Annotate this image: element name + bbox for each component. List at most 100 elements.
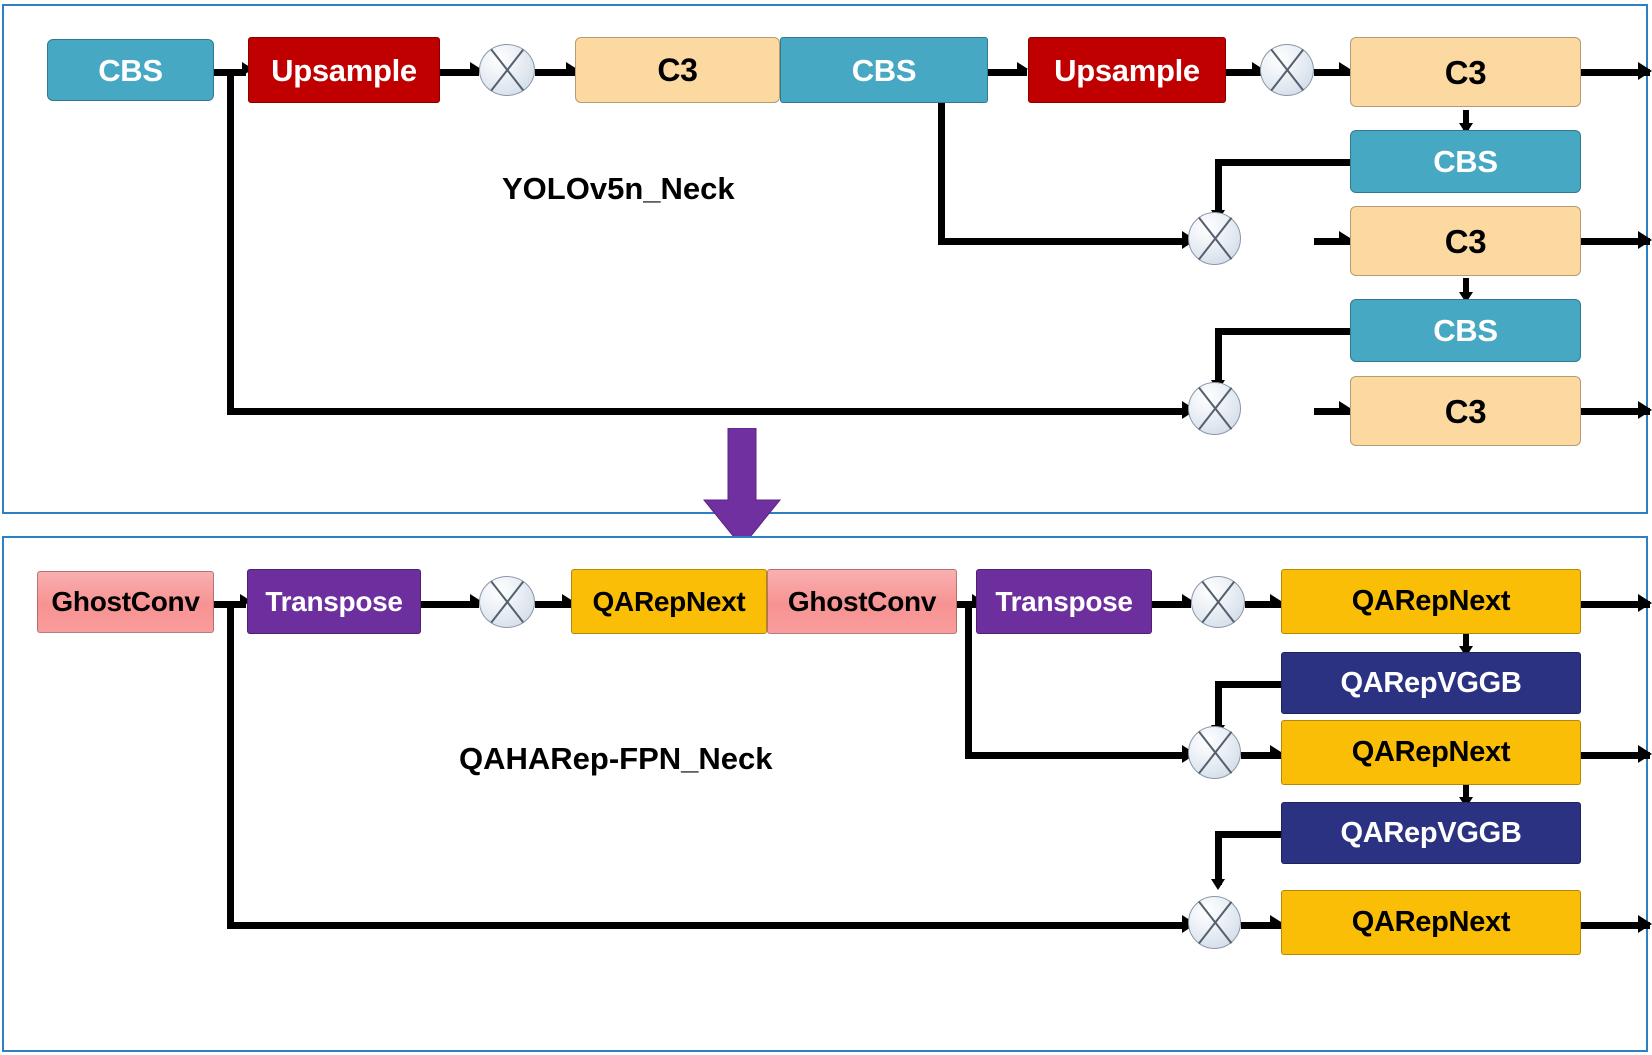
- arrowhead-merge1-in: [470, 62, 481, 76]
- vggb2-elbow-vertical: [1215, 831, 1222, 885]
- node-ghostconv-1[interactable]: GhostConv: [37, 571, 214, 633]
- connector-qarepnext2-vggb1: [1463, 633, 1469, 653]
- output-line-p3: [1581, 601, 1650, 608]
- arrowhead-c3-3-in: [1339, 231, 1350, 245]
- arrowhead-output-p3: [1638, 594, 1652, 612]
- node-c3-4[interactable]: C3: [1350, 376, 1581, 446]
- connector-up2-merge2: [1225, 69, 1261, 76]
- skip-branch-mid-horizontal: [938, 238, 1187, 245]
- connector-c3-3-cbs4: [1463, 278, 1469, 298]
- node-label: GhostConv: [51, 586, 200, 617]
- node-cbs-1[interactable]: CBS: [47, 39, 214, 101]
- cbs4-elbow-horizontal: [1215, 328, 1355, 335]
- arrowhead-output-p3: [1638, 62, 1652, 80]
- connector-merge2-qarepnext2: [1245, 601, 1283, 608]
- node-qarepnext-3[interactable]: QARepNext: [1281, 720, 1581, 785]
- node-transpose-1[interactable]: Transpose: [247, 569, 421, 634]
- node-qarepnext-2[interactable]: QARepNext: [1281, 569, 1581, 634]
- qaharep-fpn-neck-panel: GhostConv Transpose QARepNext GhostConv …: [2, 536, 1652, 1052]
- output-line-p5: [1581, 922, 1650, 929]
- arrowhead-cbs4-in: [1459, 292, 1473, 303]
- node-label: Upsample: [1054, 52, 1200, 88]
- node-qarepnext-1[interactable]: QARepNext: [571, 569, 767, 634]
- arrowhead-merge4-top-in: [1211, 879, 1225, 890]
- node-qarepvggb-1[interactable]: QARepVGGB: [1281, 652, 1581, 714]
- skip-branch-mid-vertical: [938, 69, 945, 245]
- skip-branch-mid-horizontal: [965, 752, 1187, 759]
- node-c3-3[interactable]: C3: [1350, 206, 1581, 276]
- node-cbs-3[interactable]: CBS: [1350, 130, 1581, 193]
- bottom-panel-title: QAHARep-FPN_Neck: [459, 741, 773, 776]
- node-label: QARepNext: [1351, 736, 1511, 768]
- node-label: C3: [1444, 392, 1487, 430]
- arrowhead-c3-4-in: [1339, 401, 1350, 415]
- node-label: CBS: [1433, 313, 1498, 348]
- arrowhead-vggb1-in: [1459, 646, 1473, 657]
- connector-merge2-c3-2: [1314, 69, 1352, 76]
- node-cbs-4[interactable]: CBS: [1350, 299, 1581, 362]
- vggb1-elbow-vertical: [1215, 681, 1222, 731]
- arrowhead-merge1-in: [470, 594, 481, 608]
- arrowhead-cbs3-in: [1459, 123, 1473, 134]
- arrowhead-merge2-in: [1252, 62, 1263, 76]
- node-upsample-1[interactable]: Upsample: [248, 37, 440, 103]
- node-ghostconv-2[interactable]: GhostConv: [767, 569, 957, 634]
- cbs3-elbow-horizontal: [1215, 159, 1355, 166]
- node-label: C3: [1444, 53, 1487, 91]
- arrowhead-output-p5: [1638, 915, 1652, 933]
- node-label: C3: [657, 52, 698, 88]
- output-line-p3: [1579, 69, 1650, 76]
- node-label: CBS: [1433, 144, 1498, 179]
- concat-merge-icon: [479, 576, 535, 628]
- node-label: Transpose: [265, 585, 403, 617]
- concat-merge-icon: [1188, 212, 1241, 265]
- arrowhead-merge2-in: [1182, 594, 1193, 608]
- concat-merge-icon: [1188, 896, 1241, 949]
- arrowhead-output-p4: [1638, 231, 1652, 249]
- arrowhead-c3-2-in: [1339, 62, 1350, 76]
- connector-up1-merge1: [437, 69, 479, 76]
- concat-merge-icon: [1191, 576, 1245, 628]
- connector-merge1-qarepnext1: [535, 601, 573, 608]
- arrowhead-qarepnext3-in: [1270, 745, 1281, 759]
- node-upsample-2[interactable]: Upsample: [1028, 37, 1226, 103]
- arrowhead-up2-in: [1017, 62, 1028, 76]
- concat-merge-icon: [1260, 44, 1314, 96]
- node-label: Upsample: [271, 52, 417, 88]
- concat-merge-icon: [1188, 726, 1241, 779]
- cbs3-elbow-vertical: [1215, 159, 1222, 217]
- arrowhead-output-p4: [1638, 745, 1652, 763]
- connector-merge4-qarepnext4: [1241, 922, 1283, 929]
- output-line-p4: [1579, 238, 1650, 245]
- output-line-p4: [1581, 752, 1650, 759]
- node-label: C3: [1444, 222, 1487, 260]
- skip-branch-mid-vertical: [965, 601, 972, 759]
- top-panel-title: YOLOv5n_Neck: [502, 171, 735, 206]
- node-label: CBS: [98, 52, 163, 88]
- node-c3-1[interactable]: C3: [575, 37, 780, 103]
- node-label: QARepNext: [1351, 585, 1511, 617]
- node-qarepnext-4[interactable]: QARepNext: [1281, 890, 1581, 955]
- connector-merge4-c3-4: [1314, 408, 1352, 415]
- node-transpose-2[interactable]: Transpose: [976, 569, 1152, 634]
- node-label: QARepVGGB: [1340, 816, 1522, 849]
- connector-cbs2-up2: [985, 69, 1027, 76]
- skip-branch-left-horizontal: [227, 922, 1187, 929]
- connector-transpose2-merge2: [1149, 601, 1191, 608]
- connector-merge3-qarepnext3: [1241, 752, 1283, 759]
- node-qarepvggb-2[interactable]: QARepVGGB: [1281, 802, 1581, 864]
- concat-merge-icon: [1188, 382, 1241, 435]
- node-label: Transpose: [995, 585, 1133, 617]
- connector-qarepnext3-vggb2: [1463, 783, 1469, 803]
- skip-branch-left-horizontal: [227, 408, 1187, 415]
- node-c3-2[interactable]: C3: [1350, 37, 1581, 107]
- arrowhead-output-p5: [1638, 401, 1652, 419]
- yolov5n-neck-panel: CBS Upsample C3 CBS Upsample C3 CBS C3 C…: [2, 4, 1652, 514]
- connector-merge1-c3-1: [535, 69, 577, 76]
- arrowhead-qarepnext2-in: [1270, 594, 1281, 608]
- arrowhead-qarepnext1-in: [562, 594, 573, 608]
- node-label: QARepVGGB: [1340, 666, 1522, 699]
- arrowhead-c3-1-in: [566, 62, 577, 76]
- node-cbs-2[interactable]: CBS: [780, 37, 988, 103]
- transition-down-arrow-icon: [702, 428, 782, 548]
